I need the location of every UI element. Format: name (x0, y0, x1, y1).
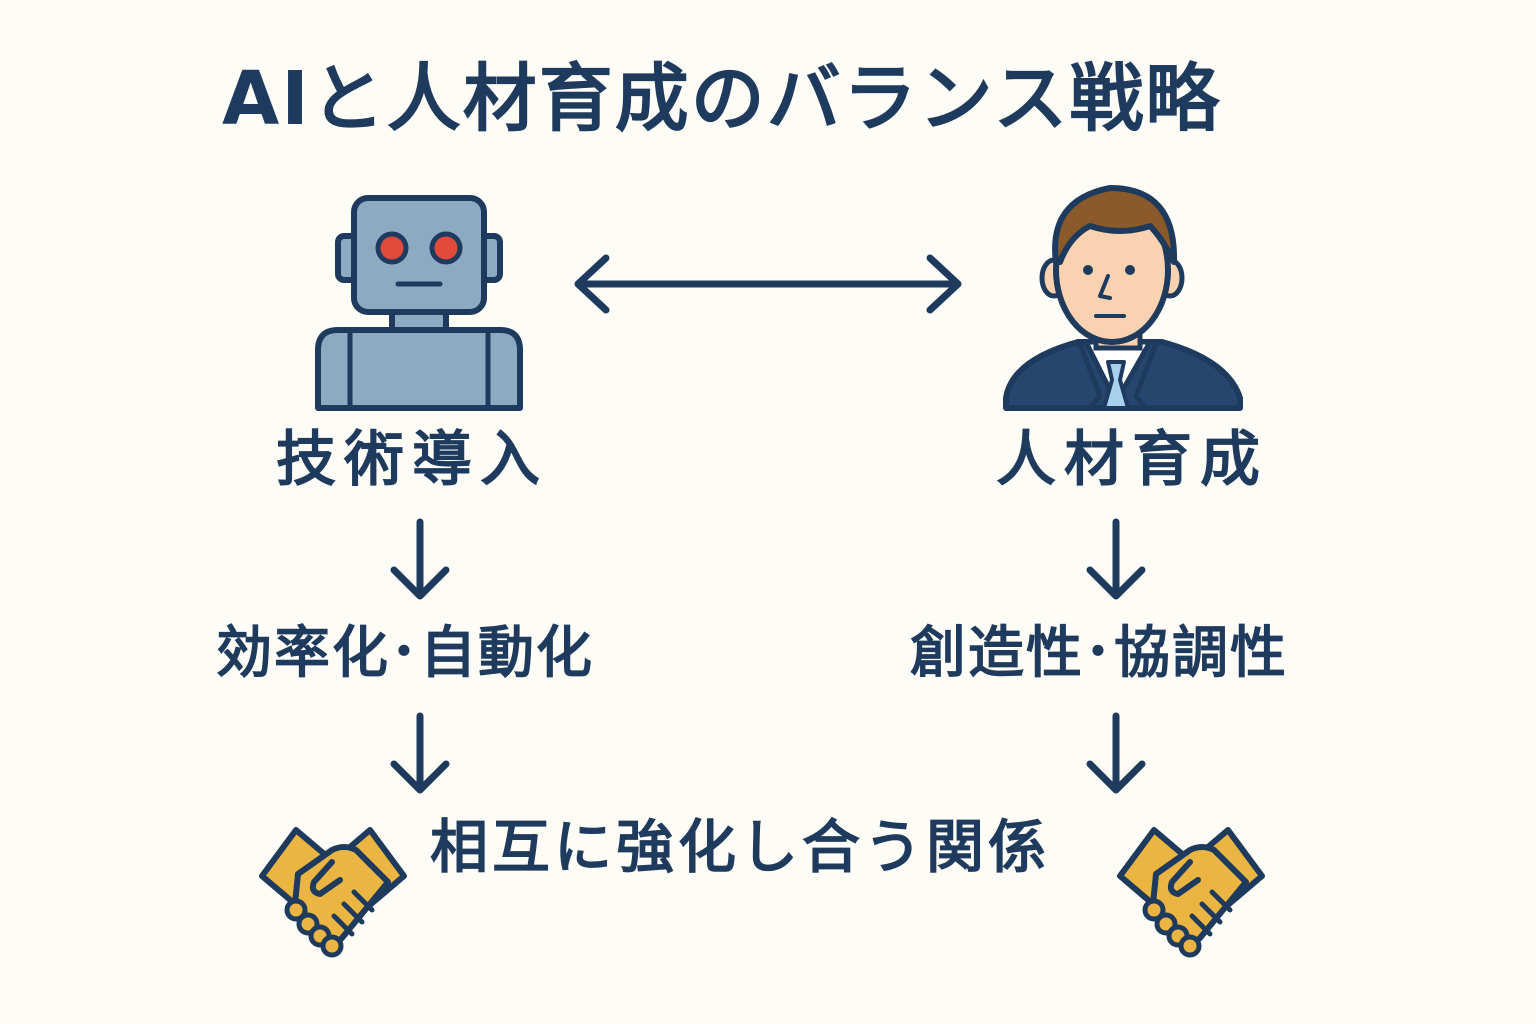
down-arrow-right-1 (1086, 518, 1146, 600)
handshake-icon-right (1120, 830, 1262, 955)
businessman-icon (1003, 185, 1243, 411)
bidirectional-arrow (574, 254, 962, 314)
tech-adoption-label: 技術導入 (276, 425, 548, 495)
down-arrow-left-1 (390, 518, 450, 600)
creativity-cooperation-label: 創造性･協調性 (910, 621, 1288, 686)
talent-development-label: 人材育成 (996, 425, 1268, 495)
mutual-reinforcement-label: 相互に強化し合う関係 (430, 813, 1051, 881)
robot-icon (315, 195, 523, 411)
handshake-icon-left (262, 830, 404, 955)
page-title: AIと人材育成のバランス戦略 (222, 56, 1222, 142)
down-arrow-right-2 (1086, 712, 1146, 794)
down-arrow-left-2 (390, 712, 450, 794)
efficiency-automation-label: 効率化･自動化 (216, 621, 594, 686)
